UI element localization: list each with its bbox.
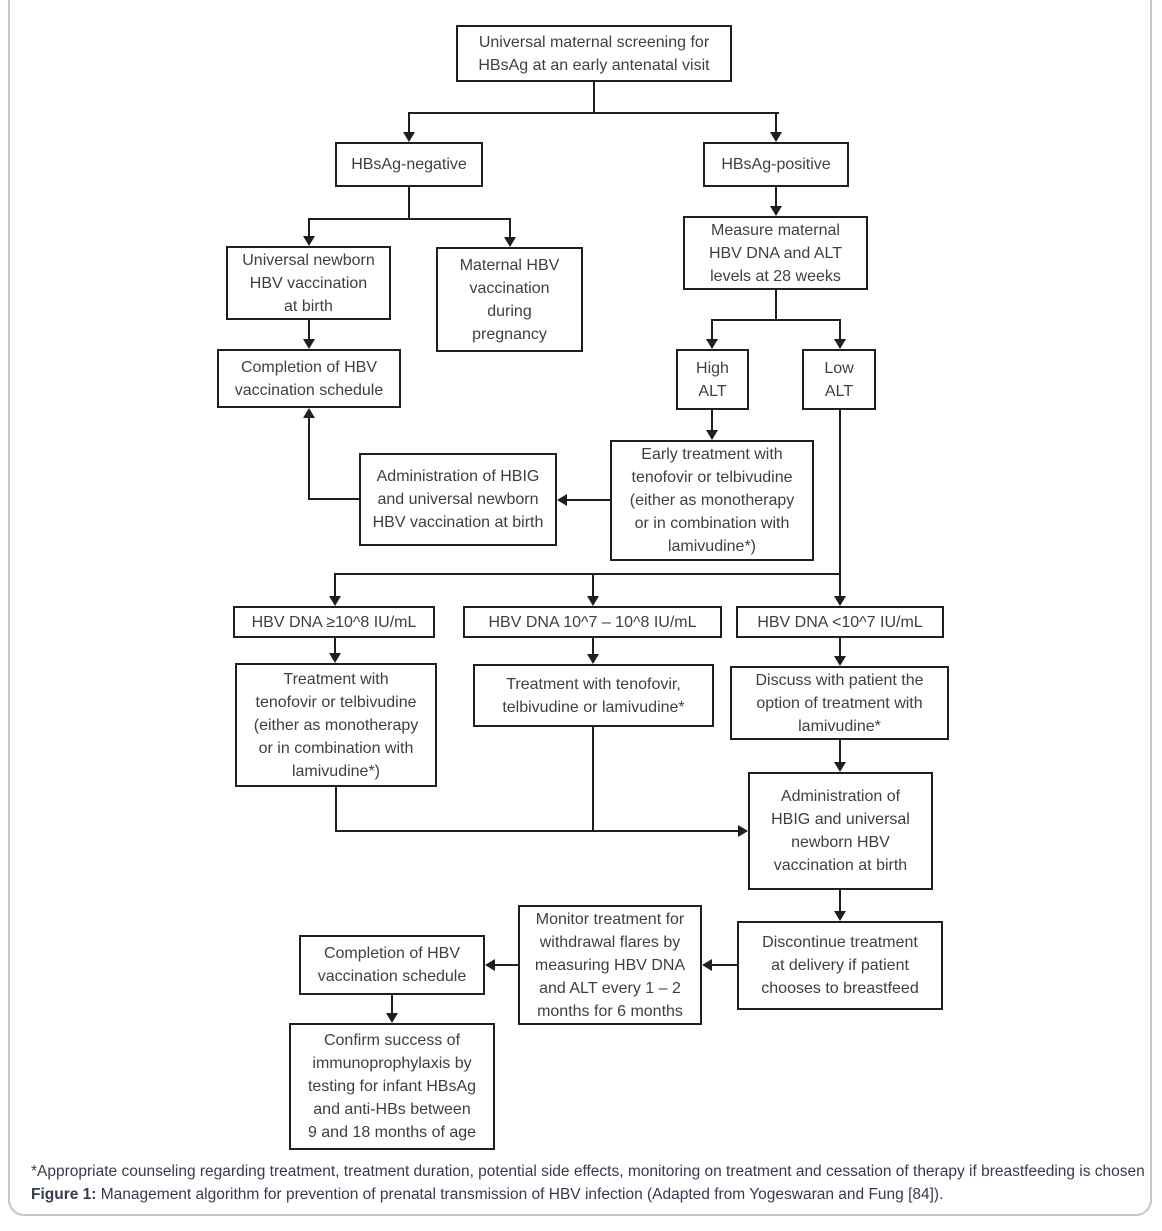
arrowhead-down-icon [770, 206, 782, 216]
arrowhead-left-icon [485, 959, 495, 971]
node-admin-hbig-2: Administration of HBIG and universal new… [748, 772, 933, 890]
arrowhead-down-icon [504, 237, 516, 247]
node-dna-high: HBV DNA ≥10^8 IU/mL [233, 606, 435, 638]
node-monitor: Monitor treatment for withdrawal flares … [518, 905, 702, 1025]
node-hbsag-positive: HBsAg-positive [703, 142, 849, 187]
arrowhead-down-icon [706, 430, 718, 440]
arrowhead-up-icon [303, 408, 315, 418]
arrowhead-down-icon [770, 132, 782, 142]
connector-line [391, 995, 393, 1015]
connector-line [775, 187, 777, 208]
node-universal-screening: Universal maternal screening for HBsAg a… [456, 25, 732, 82]
arrowhead-left-icon [702, 959, 712, 971]
arrowhead-down-icon [403, 132, 415, 142]
connector-line [408, 112, 779, 114]
node-dna-low: HBV DNA <10^7 IU/mL [736, 606, 944, 638]
connector-line [593, 82, 595, 113]
arrowhead-down-icon [329, 596, 341, 606]
connector-line [839, 740, 841, 764]
connector-line [711, 319, 713, 341]
connector-line [309, 498, 360, 500]
node-treatment-high: Treatment with tenofovir or telbivudine … [235, 663, 437, 787]
connector-line [775, 112, 777, 134]
connector-line [408, 187, 410, 220]
connector-line [711, 319, 841, 321]
connector-line [567, 499, 610, 501]
connector-line [711, 410, 713, 432]
connector-line [839, 573, 841, 598]
node-completion-schedule-2: Completion of HBV vaccination schedule [299, 935, 485, 995]
connector-line [495, 964, 519, 966]
node-hbsag-negative: HBsAg-negative [335, 142, 483, 187]
figure-caption: Figure 1: Management algorithm for preve… [31, 1184, 1136, 1205]
node-low-alt: Low ALT [802, 349, 876, 410]
node-early-treatment: Early treatment with tenofovir or telbiv… [610, 440, 814, 561]
arrowhead-down-icon [303, 236, 315, 246]
arrowhead-down-icon [303, 339, 315, 349]
connector-line [592, 573, 594, 598]
connector-line [839, 410, 841, 575]
connector-line [592, 727, 594, 832]
arrowhead-down-icon [706, 339, 718, 349]
arrowhead-down-icon [587, 654, 599, 664]
node-treatment-mid: Treatment with tenofovir, telbivudine or… [473, 664, 714, 727]
connector-line [839, 638, 841, 658]
node-confirm-success: Confirm success of immunoprophylaxis by … [289, 1023, 495, 1150]
arrowhead-left-icon [557, 494, 567, 506]
arrowhead-right-icon [738, 825, 748, 837]
connector-line [509, 218, 511, 239]
connector-line [335, 830, 739, 832]
connector-line [334, 638, 336, 655]
node-completion-schedule-1: Completion of HBV vaccination schedule [217, 349, 401, 408]
arrowhead-down-icon [834, 596, 846, 606]
connector-line [308, 320, 310, 341]
arrowhead-down-icon [834, 911, 846, 921]
connector-line [308, 218, 310, 238]
connector-line [334, 573, 841, 575]
node-measure-levels: Measure maternal HBV DNA and ALT levels … [683, 216, 868, 290]
connector-line [839, 890, 841, 913]
arrowhead-down-icon [834, 656, 846, 666]
arrowhead-down-icon [386, 1013, 398, 1023]
figure-footnote: *Appropriate counseling regarding treatm… [31, 1163, 1145, 1180]
node-newborn-vaccination: Universal newborn HBV vaccination at bir… [226, 246, 391, 320]
connector-line [775, 290, 777, 321]
arrowhead-down-icon [587, 596, 599, 606]
arrowhead-down-icon [329, 653, 341, 663]
arrowhead-down-icon [834, 339, 846, 349]
connector-line [839, 319, 841, 341]
figure-caption-label: Figure 1: [31, 1186, 97, 1203]
node-maternal-vaccination: Maternal HBV vaccination during pregnanc… [436, 247, 583, 352]
connector-line [335, 787, 337, 832]
connector-line [334, 573, 336, 598]
node-high-alt: High ALT [676, 349, 749, 410]
node-dna-mid: HBV DNA 10^7 – 10^8 IU/mL [463, 606, 722, 638]
connector-line [308, 218, 511, 220]
node-discuss-option: Discuss with patient the option of treat… [730, 666, 949, 740]
node-discontinue: Discontinue treatment at delivery if pat… [737, 921, 943, 1010]
connector-line [308, 416, 310, 500]
connector-line [592, 638, 594, 656]
node-admin-hbig-1: Administration of HBIG and universal new… [359, 453, 557, 546]
connector-line [712, 964, 738, 966]
connector-line [408, 112, 410, 134]
arrowhead-down-icon [834, 762, 846, 772]
figure-caption-body: Management algorithm for prevention of p… [100, 1186, 944, 1203]
figure-frame [8, 0, 1152, 1216]
